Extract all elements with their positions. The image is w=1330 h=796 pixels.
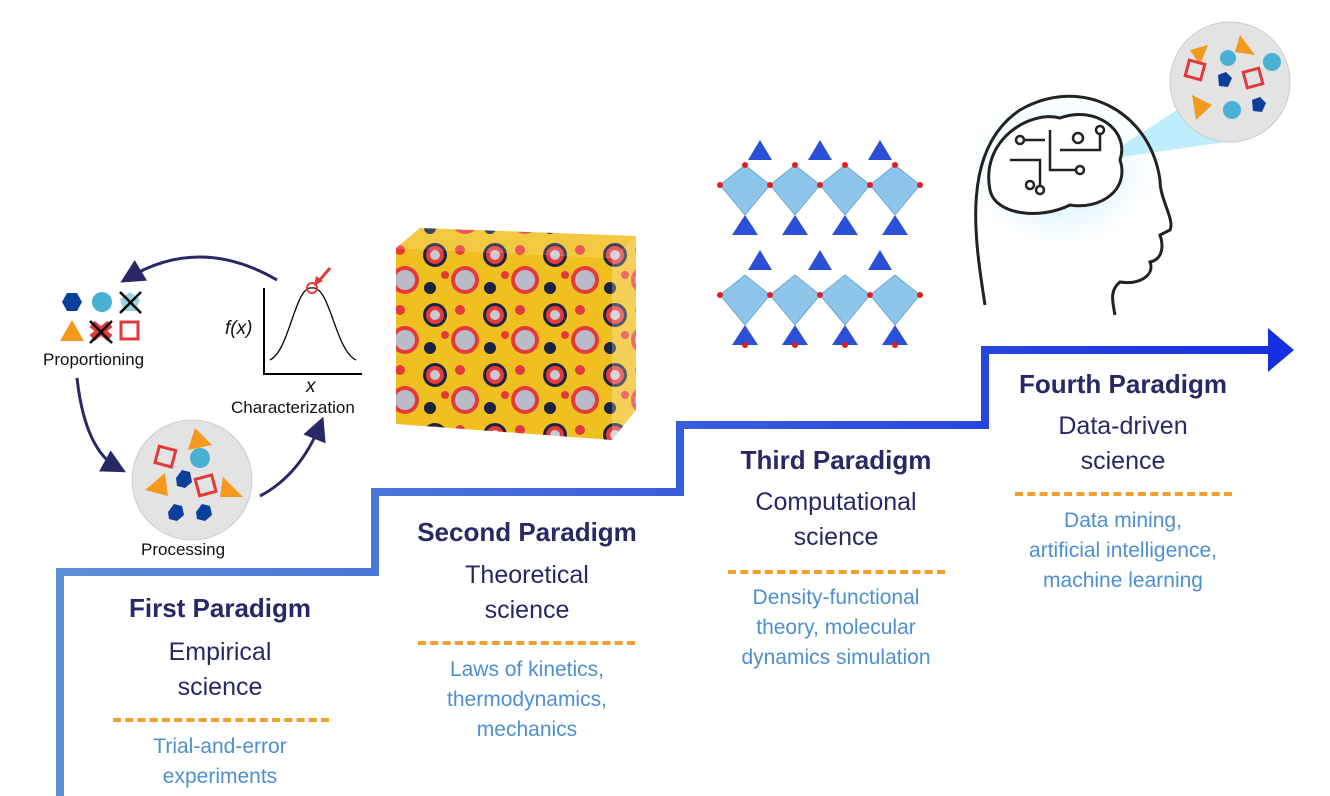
cycle-arrow <box>259 416 326 498</box>
example-line: theory, molecular <box>756 616 916 639</box>
subtitle-line: science <box>1080 447 1166 475</box>
paradigm-subtitle: Theoretical science <box>367 558 687 628</box>
cycle-arrow <box>75 377 126 473</box>
processing-bowl <box>131 419 253 541</box>
example-line: experiments <box>162 765 278 788</box>
paradigm-title: Second Paradigm <box>417 517 637 547</box>
paradigm-subtitle: Empirical science <box>60 635 380 705</box>
cycle-arrow <box>120 255 278 283</box>
dashed-divider <box>418 641 635 645</box>
triangle-icon <box>60 320 84 341</box>
example-line: Trial-and-error <box>153 735 287 758</box>
square-icon <box>119 320 140 341</box>
example-line: dynamics simulation <box>741 646 931 669</box>
dashed-divider <box>1015 492 1232 496</box>
subtitle-line: science <box>484 596 570 624</box>
fx-axis-label: f(x) <box>225 318 253 339</box>
subtitle-line: Data-driven <box>1058 412 1188 440</box>
example-line: mechanics <box>476 718 578 741</box>
subtitle-line: Theoretical <box>465 561 589 589</box>
subtitle-line: Computational <box>755 488 917 516</box>
label-characterization: Characterization <box>231 398 355 417</box>
x-axis-label: x <box>306 376 316 397</box>
example-line: Density-functional <box>752 586 920 609</box>
example-line: artificial intelligence, <box>1029 539 1217 562</box>
paradigm-title: Fourth Paradigm <box>1018 369 1227 399</box>
label-proportioning: Proportioning <box>43 350 145 369</box>
subtitle-line: Empirical <box>168 638 272 666</box>
paradigm-examples: Density-functional theory, molecular dyn… <box>676 583 996 673</box>
label-processing: Processing <box>141 540 226 559</box>
example-line: thermodynamics, <box>447 688 607 711</box>
subtitle-line: science <box>793 523 879 551</box>
arrow-head-icon <box>1268 328 1294 372</box>
example-line: Data mining, <box>1064 509 1182 532</box>
example-line: Laws of kinetics, <box>449 658 605 681</box>
paradigm-subtitle: Data-driven science <box>963 409 1283 479</box>
dashed-divider <box>113 718 329 722</box>
paradigm-examples: Data mining, artificial intelligence, ma… <box>963 506 1283 596</box>
paradigm-title: First Paradigm <box>128 593 312 623</box>
dashed-divider <box>728 570 945 574</box>
paradigm-subtitle: Computational science <box>676 485 996 555</box>
paradigm-examples: Laws of kinetics, thermodynamics, mechan… <box>367 655 687 745</box>
circle-icon <box>92 292 112 312</box>
example-line: machine learning <box>1043 569 1203 592</box>
paradigm-title: Third Paradigm <box>740 445 932 475</box>
paradigm-examples: Trial-and-error experiments <box>60 732 380 792</box>
subtitle-line: science <box>177 673 263 701</box>
hexagon-icon <box>62 293 82 311</box>
